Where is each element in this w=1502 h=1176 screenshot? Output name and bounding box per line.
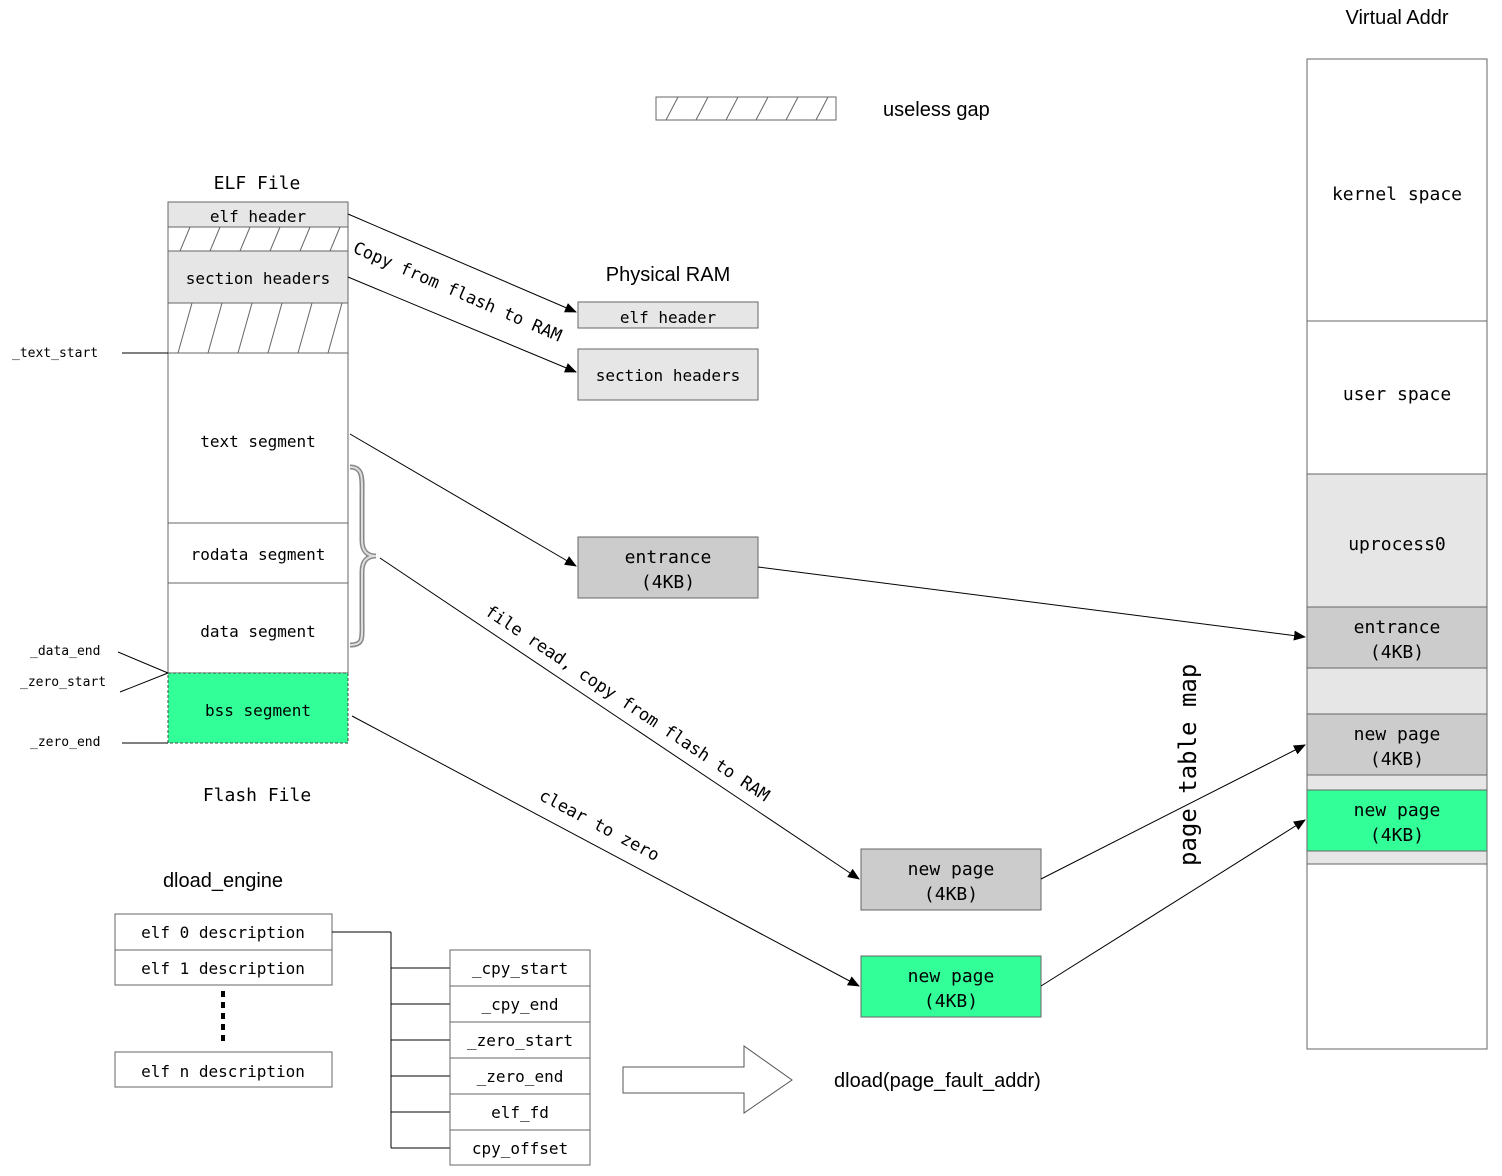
ram-section-headers-block xyxy=(577,348,759,401)
dload-engine-title: dload_engine xyxy=(163,870,283,892)
text-start-marker: _text_start xyxy=(12,346,98,361)
ram-new-page-green-size: (4KB) xyxy=(924,991,978,1012)
section-headers-block xyxy=(167,250,349,304)
gap-hatch-2 xyxy=(177,303,343,353)
arrow-section-headers xyxy=(347,276,577,373)
ram-section-headers-label: section headers xyxy=(596,366,741,385)
curly-brace-inner xyxy=(349,466,377,646)
bss-segment-block xyxy=(167,672,349,744)
gap-swatch xyxy=(655,96,837,121)
arrow-clear-zero xyxy=(351,715,860,987)
kernel-space-block xyxy=(1306,58,1488,322)
text-segment-block xyxy=(167,352,349,524)
virtual-addr: Virtual Addr kernel space user space upr… xyxy=(1306,7,1488,1050)
zero-start-marker: _zero_start xyxy=(20,675,106,690)
physical-ram: Physical RAM elf header section headers … xyxy=(577,264,1042,1018)
elfn-label: elf n description xyxy=(141,1062,305,1081)
file-read-label: file read, copy from flash to RAM xyxy=(481,602,773,807)
elf-file: ELF File elf header section headers text… xyxy=(167,173,349,806)
gap-label: useless gap xyxy=(883,99,990,121)
field-zero-end: _zero_end xyxy=(477,1067,564,1086)
field-box xyxy=(449,985,591,1023)
uprocess0-label: uprocess0 xyxy=(1348,534,1446,555)
elf1-description xyxy=(114,949,333,986)
data-end-line xyxy=(117,651,169,674)
rodata-segment-block xyxy=(167,522,349,584)
field-box xyxy=(449,1093,591,1131)
copy-label: Copy from flash to RAM xyxy=(350,238,564,346)
big-right-arrow xyxy=(622,1045,793,1114)
arrow-green-page-map xyxy=(1040,819,1306,987)
arrow-elf-header xyxy=(347,213,577,313)
va-entrance-label: entrance xyxy=(1354,617,1441,638)
data-segment-label: data segment xyxy=(200,622,316,641)
field-cpy-offset: cpy_offset xyxy=(472,1139,568,1158)
elfn-description xyxy=(114,1051,333,1088)
va-new-page-gray-label: new page xyxy=(1354,724,1441,745)
field-cpy-start: _cpy_start xyxy=(472,959,568,978)
arrow-text-to-entrance xyxy=(349,433,577,567)
arrow-entrance-map xyxy=(757,566,1306,641)
elf-file-title: ELF File xyxy=(214,173,301,194)
user-space-block xyxy=(1306,320,1488,475)
gap-hatch-1 xyxy=(179,227,341,251)
va-new-page-gray-block xyxy=(1306,713,1488,776)
arrow-gray-page-map xyxy=(1040,744,1306,880)
va-new-page-green-label: new page xyxy=(1354,800,1441,821)
va-entrance-size: (4KB) xyxy=(1370,642,1424,663)
field-cpy-end: _cpy_end xyxy=(481,995,558,1014)
ram-new-page-gray-label: new page xyxy=(908,859,995,880)
gap-block-1 xyxy=(167,226,349,252)
field-list: _cpy_start _cpy_end _zero_start _zero_en… xyxy=(449,949,591,1166)
flash-file-title: Flash File xyxy=(203,785,311,806)
elf-header-label: elf header xyxy=(210,207,307,226)
user-space-label: user space xyxy=(1343,384,1451,405)
field-connector xyxy=(332,931,450,1149)
ram-elf-header-block xyxy=(577,301,759,329)
zero-end-marker: _zero_end xyxy=(30,735,100,750)
ram-new-page-green-block xyxy=(860,955,1042,1018)
field-box xyxy=(449,1129,591,1166)
ram-entrance-size: (4KB) xyxy=(641,572,695,593)
virtual-addr-title: Virtual Addr xyxy=(1345,7,1448,29)
va-new-page-green-size: (4KB) xyxy=(1370,825,1424,846)
page-table-label: page table map xyxy=(1174,664,1202,866)
clear-label: clear to zero xyxy=(536,786,663,866)
gap-hatch xyxy=(665,97,829,120)
text-segment-label: text segment xyxy=(200,432,316,451)
arrow-file-read xyxy=(379,557,860,880)
data-end-marker: _data_end xyxy=(30,644,100,659)
ram-new-page-gray-block xyxy=(860,848,1042,911)
va-free-block xyxy=(1306,863,1488,1050)
ram-new-page-gray-size: (4KB) xyxy=(924,884,978,905)
dload-call-label: dload(page_fault_addr) xyxy=(834,1070,1041,1092)
legend: useless gap xyxy=(655,96,990,121)
field-box xyxy=(449,1057,591,1095)
va-entrance-block xyxy=(1306,606,1488,669)
elf1-label: elf 1 description xyxy=(141,959,305,978)
va-new-page-green-block xyxy=(1306,789,1488,852)
rodata-segment-label: rodata segment xyxy=(191,545,326,564)
ram-new-page-green-label: new page xyxy=(908,966,995,987)
field-elf-fd: elf_fd xyxy=(491,1103,549,1122)
field-box xyxy=(449,949,591,987)
elf-markers: _text_start _data_end _zero_start _zero_… xyxy=(12,346,169,750)
ram-elf-header-label: elf header xyxy=(620,308,717,327)
gap-block-2 xyxy=(167,302,349,354)
ram-entrance-label: entrance xyxy=(625,547,712,568)
ram-entrance-block xyxy=(577,536,759,599)
physical-ram-title: Physical RAM xyxy=(606,264,730,286)
data-segment-block xyxy=(167,582,349,674)
field-zero-start: _zero_start xyxy=(467,1031,573,1050)
va-new-page-gray-size: (4KB) xyxy=(1370,749,1424,770)
kernel-space-label: kernel space xyxy=(1332,184,1462,205)
arrows xyxy=(347,213,1306,987)
section-headers-label: section headers xyxy=(186,269,331,288)
elf0-label: elf 0 description xyxy=(141,923,305,942)
dload-engine: dload_engine elf 0 description elf 1 des… xyxy=(114,870,1041,1166)
zero-start-line xyxy=(119,672,169,693)
bss-segment-label: bss segment xyxy=(205,701,311,720)
